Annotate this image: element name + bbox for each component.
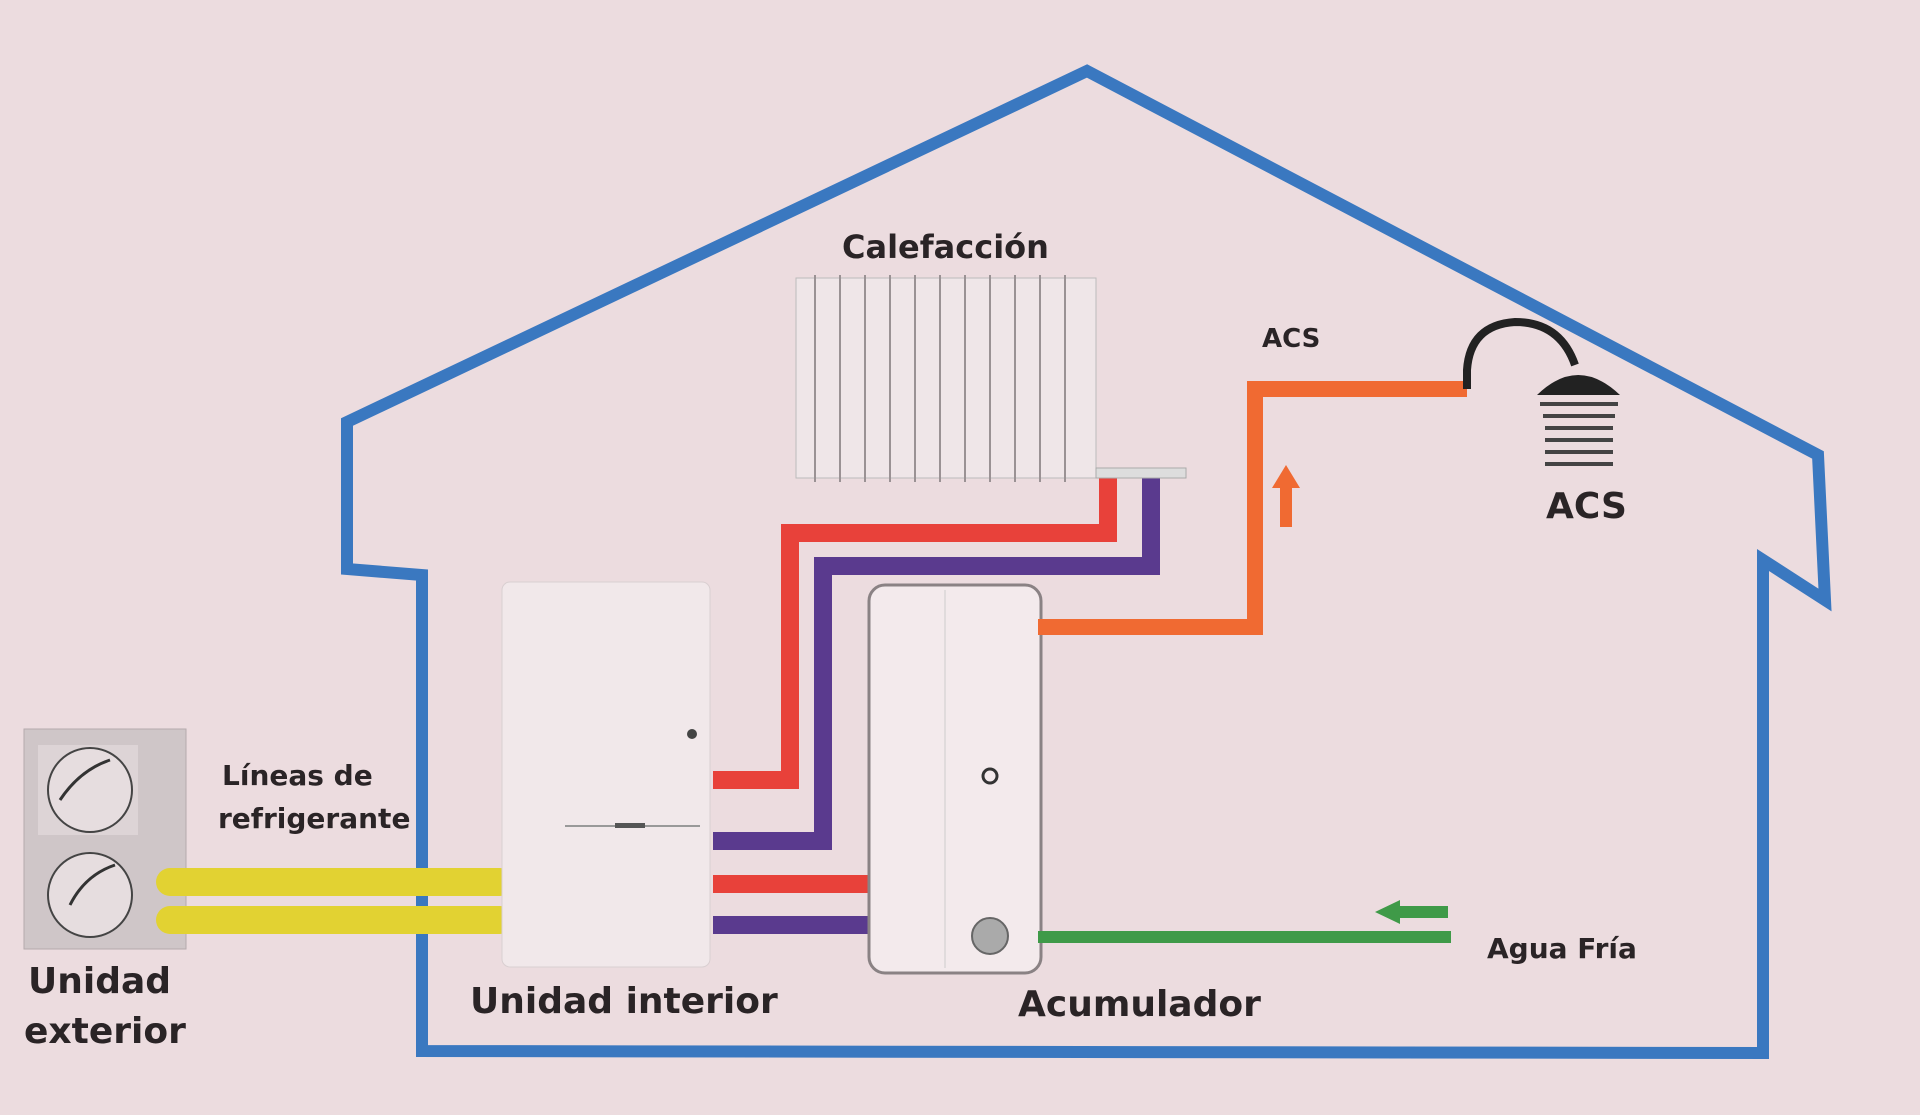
shower-icon — [1463, 317, 1620, 466]
house-outline — [341, 64, 1832, 1060]
hot-water-pipe — [1038, 381, 1467, 635]
indoor-unit — [501, 581, 711, 968]
flow-up-arrow-icon — [1272, 465, 1300, 527]
heating-supply-pipe — [713, 478, 1117, 789]
radiator — [795, 275, 1187, 482]
fan-icon — [47, 747, 133, 833]
outdoor-unit — [23, 728, 187, 950]
tank-label: Acumulador — [1018, 984, 1261, 1025]
refrigerant-label-2: refrigerante — [218, 802, 410, 835]
flow-left-arrow-icon — [1375, 900, 1448, 924]
outdoor-unit-label: Unidad — [28, 961, 171, 1002]
heating-label: Calefacción — [842, 228, 1049, 266]
heating-return-pipe — [713, 478, 1160, 850]
fan-icon — [47, 852, 133, 938]
storage-tank — [867, 583, 1043, 975]
hot-water-pipe-label: ACS — [1262, 324, 1320, 354]
shower-label: ACS — [1546, 486, 1627, 527]
cold-water-label: Agua Fría — [1487, 932, 1637, 965]
indoor-unit-label: Unidad interior — [470, 981, 778, 1022]
refrigerant-label: Líneas de — [222, 759, 373, 792]
outdoor-unit-label-2: exterior — [24, 1011, 186, 1052]
